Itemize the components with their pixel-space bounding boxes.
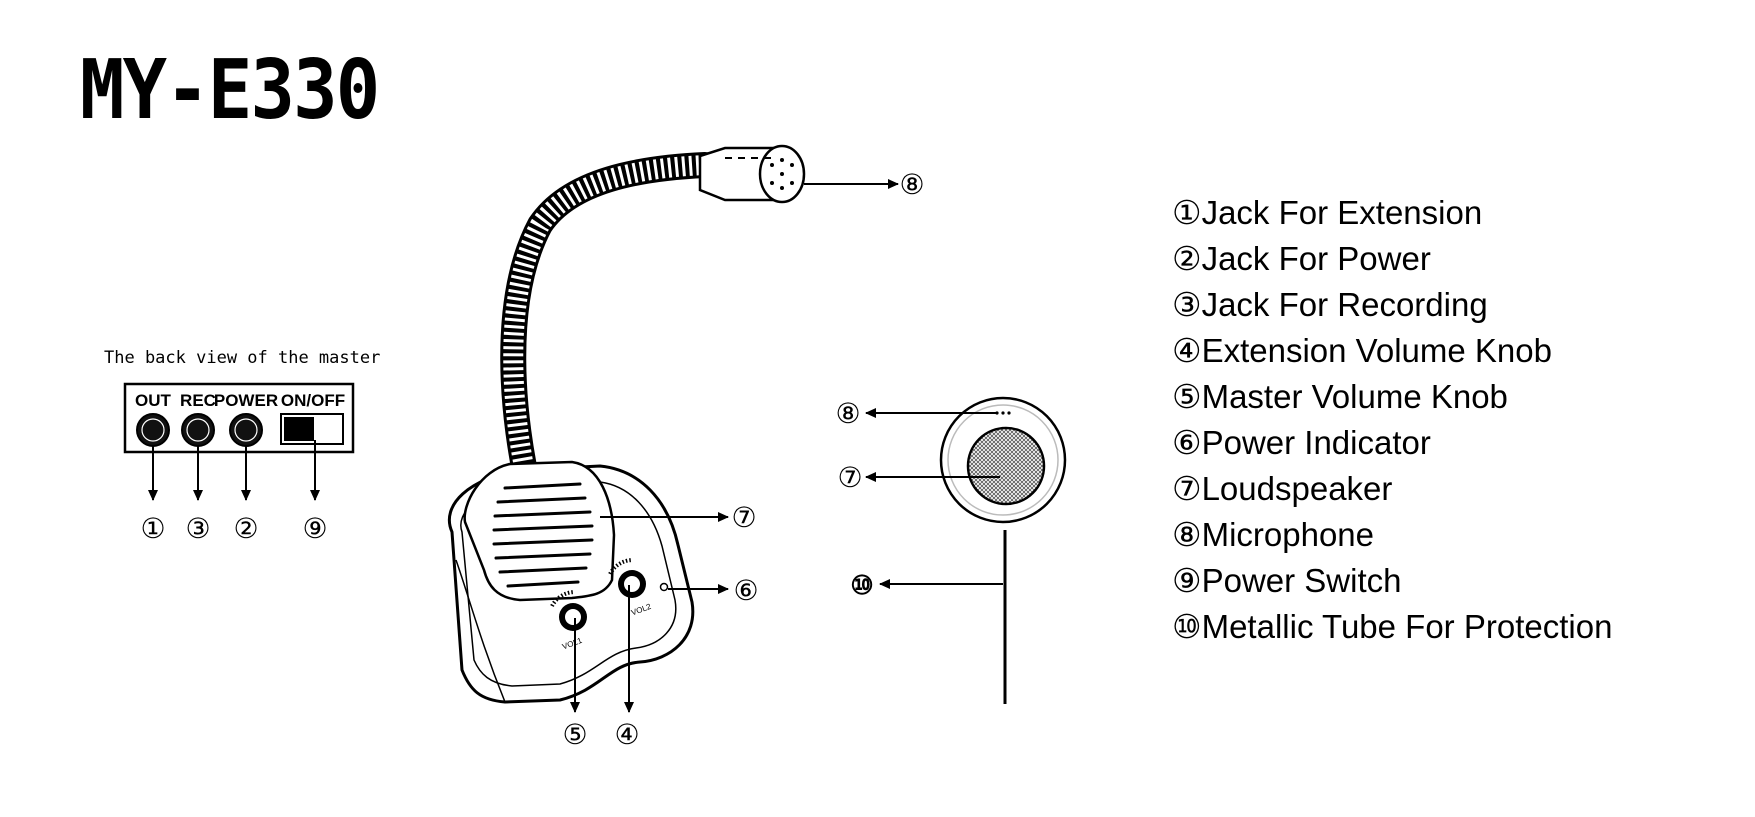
marker-out: ①: [140, 513, 165, 544]
legend-item-jack-extension: ①Jack For Extension: [1172, 194, 1483, 231]
speaker-grille: [463, 460, 616, 602]
callout-microphone: ⑧: [899, 169, 924, 200]
callout-ext-speaker: ⑦: [837, 462, 862, 493]
legend-item-microphone: ⑧Microphone: [1172, 516, 1375, 553]
speaker-slots: [492, 482, 594, 588]
callout-loudspeaker: ⑦: [731, 502, 756, 533]
legend-item-jack-power: ②Jack For Power: [1172, 240, 1431, 277]
back-view-caption: The back view of the master: [104, 348, 381, 368]
callout-power-indicator: ⑥: [733, 575, 758, 606]
marker-power: ②: [233, 513, 258, 544]
legend-item-metallic-tube: ⑩Metallic Tube For Protection: [1172, 608, 1613, 645]
legend-item-extension-volume: ④Extension Volume Knob: [1172, 332, 1552, 369]
legend-item-jack-recording: ③Jack For Recording: [1172, 286, 1488, 323]
legend-item-power-switch: ⑨Power Switch: [1172, 562, 1402, 599]
power-indicator: [659, 582, 669, 592]
legend-item-master-volume: ⑤Master Volume Knob: [1172, 378, 1508, 415]
master-unit: VOL1 VOL2 ⑧ ⑦ ⑥ ⑤ ④: [447, 144, 925, 750]
port-label-rec: REC: [180, 391, 216, 410]
legend-item-power-indicator: ⑥Power Indicator: [1172, 424, 1431, 461]
extension-mic-holes: [995, 411, 1011, 415]
extension-speaker-grille: [966, 426, 1046, 506]
port-label-power: POWER: [214, 391, 278, 410]
callout-master-knob: ⑤: [562, 719, 587, 750]
page-title: MY-E330: [80, 43, 380, 138]
callout-ext-tube: ⑩: [850, 570, 873, 600]
gooseneck: [500, 152, 718, 508]
port-label-out: OUT: [135, 391, 172, 410]
marker-switch: ⑨: [302, 513, 327, 544]
callout-extension-knob: ④: [614, 719, 639, 750]
legend-item-loudspeaker: ⑦Loudspeaker: [1172, 470, 1393, 507]
parts-legend: ①Jack For Extension ②Jack For Power ③Jac…: [1172, 190, 1612, 650]
callout-ext-microphone: ⑧: [835, 398, 860, 429]
extension-unit: ⑧ ⑦ ⑩: [835, 396, 1067, 704]
microphone-head: [698, 144, 806, 204]
marker-rec: ③: [185, 513, 210, 544]
port-label-onoff: ON/OFF: [281, 391, 345, 410]
back-panel: OUT REC POWER ON/OFF ① ③ ② ⑨: [123, 382, 355, 544]
